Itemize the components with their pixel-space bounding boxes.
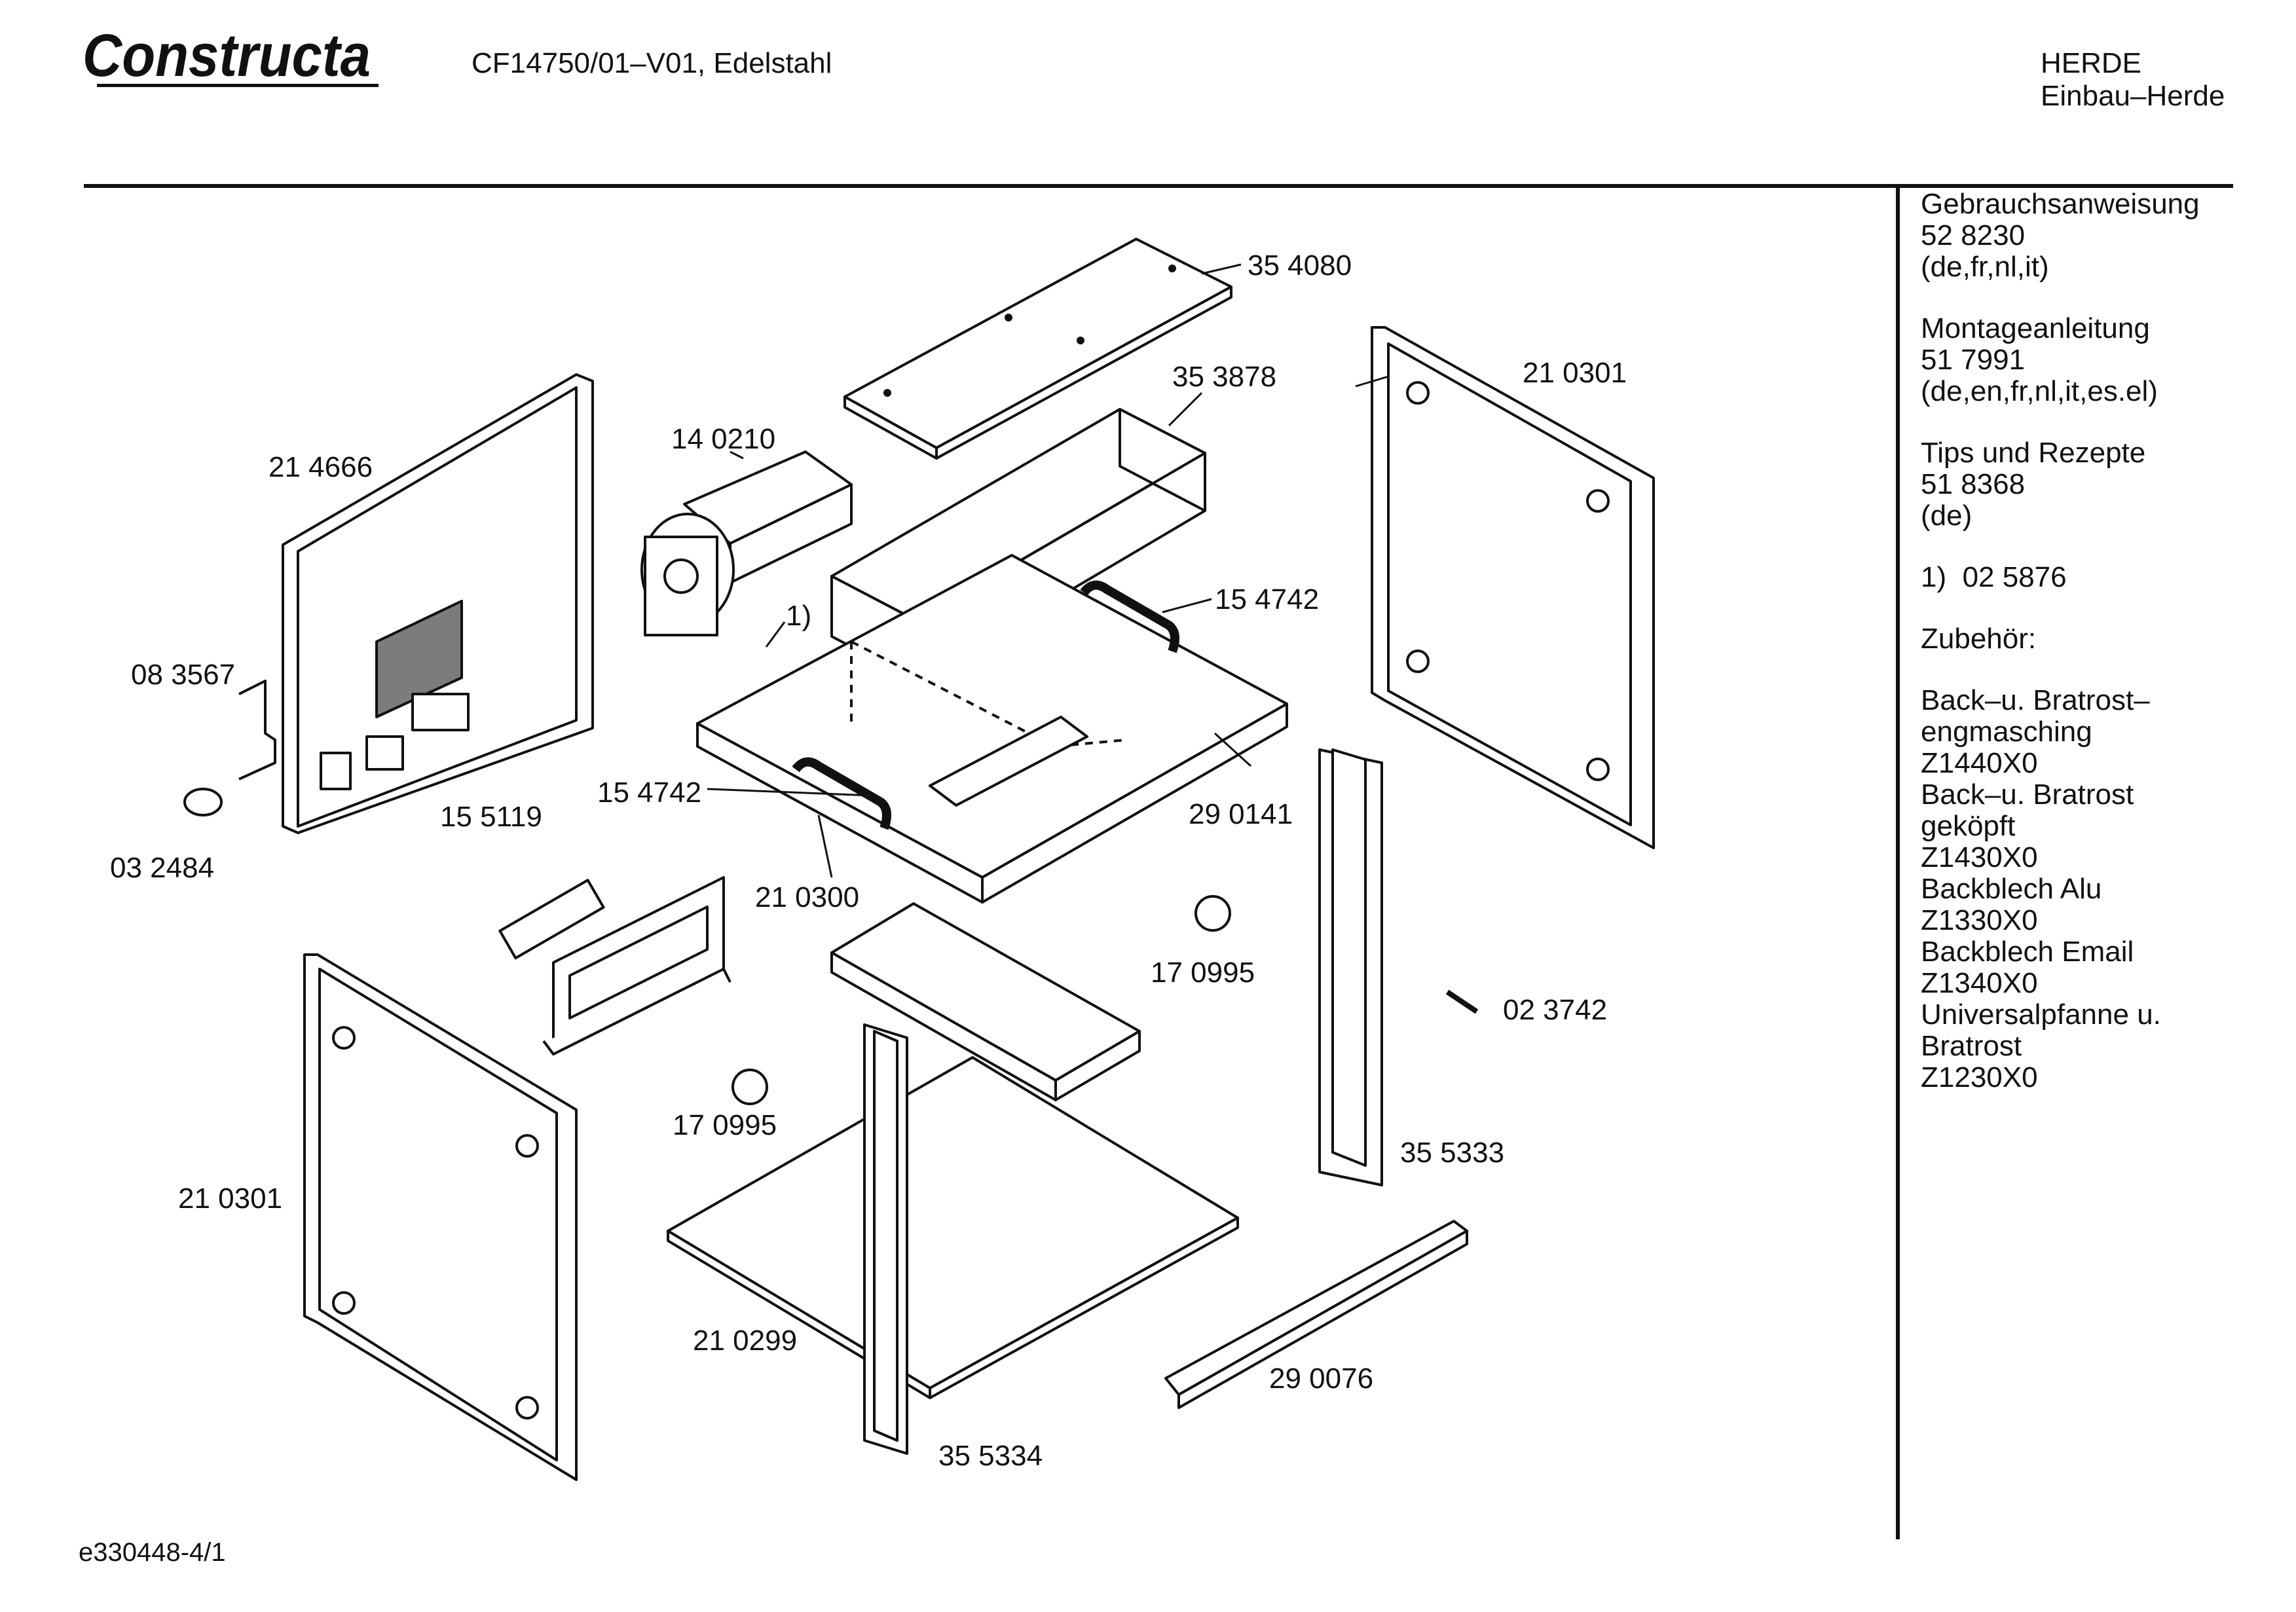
part-label: 02 3742 (1503, 994, 1607, 1026)
header-rule (84, 184, 2233, 188)
part-label: 29 0141 (1189, 798, 1293, 830)
sidebar-line: Z1340X0 (1921, 967, 2038, 999)
document-id: e330448-4/1 (79, 1538, 226, 1567)
sidebar-group-footnote: 1) 02 5876 (1921, 562, 2287, 593)
part-label: 03 2484 (110, 852, 214, 884)
sidebar-line: (de) (1921, 500, 1972, 532)
sidebar-group-accessories-heading: Zubehör: (1921, 623, 2287, 655)
sidebar-line: Z1440X0 (1921, 747, 2038, 779)
sidebar-line: Zubehör: (1921, 623, 2037, 655)
brand-logo: Constructa (83, 24, 379, 89)
part-label: 21 0300 (755, 881, 859, 913)
part-rail-left (863, 1023, 908, 1455)
part-side-wall-right (1371, 326, 1655, 849)
part-label: 21 0301 (1523, 357, 1627, 389)
sidebar-line: 51 7991 (1921, 344, 2026, 376)
part-fan-motor (640, 450, 853, 636)
sidebar-line: Bratrost (1921, 1030, 2022, 1062)
sidebar-group-manual: Gebrauchsanweisung 52 8230 (de,fr,nl,it) (1921, 189, 2287, 283)
part-rear-wall (282, 373, 594, 834)
part-side-wall-left (303, 953, 578, 1481)
sidebar-line: 52 8230 (1921, 219, 2026, 251)
part-label: 21 0299 (693, 1325, 797, 1357)
sidebar-line: Backblech Email (1921, 936, 2134, 968)
part-control-frame (542, 876, 731, 1055)
sidebar-line: Montageanleitung (1921, 312, 2150, 344)
part-label: 08 3567 (131, 659, 235, 691)
part-damper-upper (1194, 895, 1231, 932)
brand-logo-text: Constructa (83, 24, 371, 89)
sidebar-line: (de,fr,nl,it) (1921, 251, 2049, 283)
sidebar-panel: Gebrauchsanweisung 52 8230 (de,fr,nl,it)… (1921, 189, 2287, 1124)
sidebar-line: Z1230X0 (1921, 1061, 2038, 1093)
part-top-panel (843, 238, 1232, 460)
sidebar-line: Universalpfanne u. (1921, 998, 2161, 1031)
part-bottom-cover (1164, 1220, 1468, 1409)
part-label: 35 4080 (1248, 249, 1352, 282)
part-label: 35 5334 (938, 1440, 1043, 1472)
sidebar-group-accessories: Back–u. Bratrost– engmasching Z1440X0 Ba… (1921, 685, 2287, 1093)
sidebar-rule (1896, 184, 1900, 1539)
sidebar-line: 51 8368 (1921, 468, 2026, 500)
sidebar-line: Z1430X0 (1921, 841, 2038, 873)
part-handle-lower (792, 757, 891, 830)
part-label: 21 4666 (268, 451, 373, 483)
model-title: CF14750/01–V01, Edelstahl (472, 47, 832, 79)
sidebar-line: geköpft (1921, 810, 2016, 842)
part-label: 29 0076 (1269, 1363, 1373, 1395)
sidebar-group-recipes: Tips und Rezepte 51 8368 (de) (1921, 437, 2287, 532)
sidebar-line: Back–u. Bratrost– (1921, 684, 2150, 716)
part-small-bracket (498, 879, 605, 960)
part-label: 15 5119 (440, 801, 542, 833)
category-block: HERDE Einbau–Herde (2041, 47, 2225, 113)
sidebar-line: (de,en,fr,nl,it,es.el) (1921, 375, 2158, 407)
sidebar-line: Backblech Alu (1921, 873, 2102, 905)
part-label: 17 0995 (1151, 957, 1255, 989)
sidebar-line: engmasching (1921, 716, 2092, 748)
category-line: HERDE (2041, 47, 2142, 79)
part-label: 17 0995 (673, 1109, 777, 1141)
part-label: 21 0301 (178, 1182, 282, 1215)
part-rail-right (1318, 748, 1383, 1186)
part-handle-upper (1080, 580, 1179, 653)
leader-lines (707, 263, 1389, 878)
category-line: Einbau–Herde (2041, 80, 2225, 112)
part-label: 15 4742 (597, 777, 701, 809)
part-upper-tray (830, 902, 1141, 1101)
part-knob (183, 788, 223, 816)
part-damper-lower (731, 1069, 768, 1105)
part-label: 35 3878 (1172, 361, 1276, 393)
sidebar-line: Back–u. Bratrost (1921, 779, 2134, 811)
sidebar-line: Gebrauchsanweisung (1921, 188, 2200, 220)
part-label: 15 4742 (1215, 583, 1319, 615)
sidebar-line: Z1330X0 (1921, 904, 2038, 936)
exploded-parts-diagram: 35 4080 35 3878 14 0210 21 4666 21 0301 … (110, 238, 1655, 1481)
sidebar-line: Tips und Rezepte (1921, 437, 2146, 469)
part-label: 1) (786, 600, 811, 632)
part-label: 14 0210 (671, 423, 775, 455)
sidebar-line: 1) 02 5876 (1921, 561, 2067, 593)
part-screw (1445, 989, 1479, 1014)
sidebar-group-installation: Montageanleitung 51 7991 (de,en,fr,nl,it… (1921, 313, 2287, 407)
part-label: 35 5333 (1400, 1137, 1504, 1169)
part-seal (238, 680, 276, 780)
